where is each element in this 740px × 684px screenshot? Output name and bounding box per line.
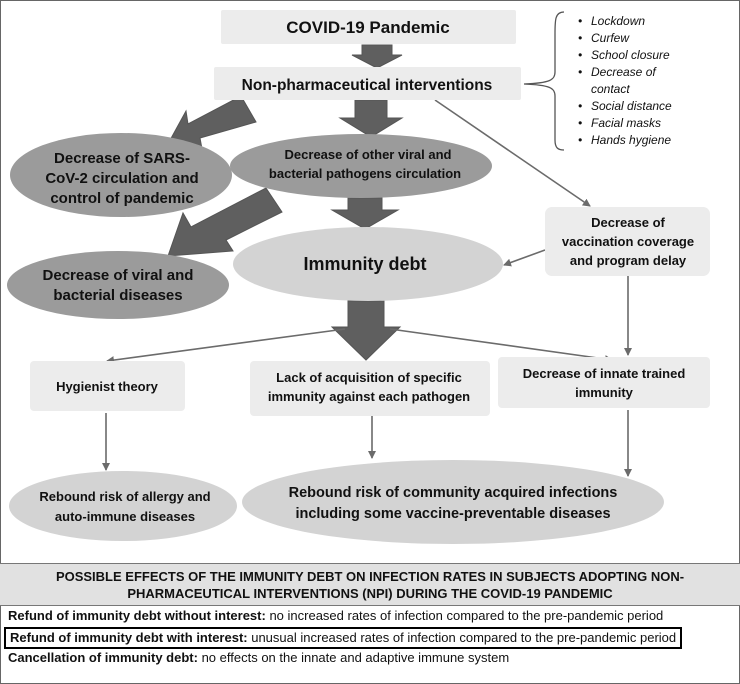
block-arrow-npi-to-other (338, 99, 404, 138)
community-line1: Rebound risk of community acquired infec… (289, 485, 618, 501)
legend-desc-with-interest: unusual increased rates of infection com… (247, 630, 677, 645)
covid-pandemic-label: COVID-19 Pandemic (286, 18, 449, 37)
viral-line2: bacterial diseases (53, 287, 182, 304)
node-sars-cov2-decrease (10, 133, 232, 217)
innate-line2: immunity (575, 385, 634, 400)
sars-line3: control of pandemic (50, 190, 193, 207)
viral-line1: Decrease of viral and (43, 267, 194, 284)
intervention-social-distance: Social distance (591, 99, 672, 113)
legend-row-without-interest: Refund of immunity debt without interest… (8, 608, 663, 624)
block-arrow-other-to-viral (167, 187, 283, 257)
lack-line1: Lack of acquisition of specific (276, 370, 462, 385)
bullet-social-distance: • (578, 99, 582, 113)
legend-row-with-interest: Refund of immunity debt with interest: u… (4, 627, 683, 649)
block-arrow-pandemic-to-npi (351, 44, 403, 69)
legend-header: POSSIBLE EFFECTS OF THE IMMUNITY DEBT ON… (0, 563, 740, 606)
bullet-lockdown: • (578, 14, 582, 28)
intervention-hands-hygiene: Hands hygiene (591, 133, 671, 147)
legend-term-without-interest: Refund of immunity debt without interest… (8, 608, 266, 623)
intervention-decrease-of: Decrease of (591, 65, 657, 79)
node-hygienist-theory (30, 361, 185, 411)
node-innate-immunity-decrease (498, 357, 710, 408)
lack-line2: immunity against each pathogen (268, 389, 470, 404)
community-line2: including some vaccine-preventable disea… (295, 506, 610, 522)
legend-title: POSSIBLE EFFECTS OF THE IMMUNITY DEBT ON… (0, 568, 740, 602)
vacc-line3: and program delay (570, 253, 687, 268)
other-line2: bacterial pathogens circulation (269, 166, 461, 181)
npi-label: Non-pharmaceutical interventions (242, 77, 493, 94)
node-other-pathogens-decrease (230, 134, 492, 198)
legend-panel: POSSIBLE EFFECTS OF THE IMMUNITY DEBT ON… (0, 563, 740, 684)
legend-desc-without-interest: no increased rates of infection compared… (265, 608, 664, 623)
node-covid-pandemic (221, 10, 516, 44)
vacc-line1: Decrease of (591, 215, 665, 230)
node-vaccination-decrease (545, 207, 710, 276)
interventions-brace (523, 11, 565, 151)
legend-desc-cancellation: no effects on the innate and adaptive im… (197, 650, 510, 665)
intervention-school-closure: School closure (591, 48, 670, 62)
node-lack-specific-immunity (250, 361, 490, 416)
arrow-vaccination-to-debt (503, 249, 546, 267)
legend-term-with-interest: Refund of immunity debt with interest: (10, 630, 248, 645)
interventions-list: • Lockdown • Curfew • School closure • D… (578, 14, 672, 147)
arrow-npi-to-vaccination (434, 99, 591, 207)
allergy-line1: Rebound risk of allergy and (39, 489, 210, 504)
bullet-school-closure: • (578, 48, 582, 62)
node-allergy-rebound (9, 471, 237, 541)
node-community-infections-rebound (242, 460, 664, 544)
hygienist-label: Hygienist theory (56, 379, 159, 394)
innate-line1: Decrease of innate trained (523, 366, 686, 381)
sars-line2: CoV-2 circulation and (45, 170, 198, 187)
bullet-facial-masks: • (578, 116, 582, 130)
other-line1: Decrease of other viral and (285, 147, 452, 162)
bullet-decrease-contact: • (578, 65, 582, 79)
node-npi (214, 67, 521, 100)
sars-line1: Decrease of SARS- (54, 150, 190, 167)
block-arrow-other-to-debt (330, 197, 400, 230)
node-immunity-debt (233, 227, 503, 301)
arrow-debt-to-innate (389, 328, 613, 363)
immunity-debt-label: Immunity debt (303, 254, 426, 274)
vacc-line2: vaccination coverage (562, 234, 694, 249)
allergy-line2: auto-immune diseases (55, 509, 195, 524)
block-arrow-debt-to-lack (330, 300, 402, 361)
legend-title-line1: POSSIBLE EFFECTS OF THE IMMUNITY DEBT ON… (55, 569, 685, 584)
bullet-hands-hygiene: • (578, 133, 582, 147)
bullet-curfew: • (578, 31, 582, 45)
legend-row-cancellation: Cancellation of immunity debt: no effect… (8, 650, 509, 666)
node-viral-bacterial-decrease (7, 251, 229, 319)
intervention-contact: contact (591, 82, 630, 96)
flow-diagram: COVID-19 Pandemic Non-pharmaceutical int… (7, 10, 710, 544)
legend-title-line2: PHARMACEUTICAL INTERVENTIONS (NPI) DURIN… (127, 586, 613, 601)
intervention-curfew: Curfew (591, 31, 630, 45)
arrow-debt-to-hygienist (106, 328, 346, 365)
intervention-facial-masks: Facial masks (591, 116, 661, 130)
legend-term-cancellation: Cancellation of immunity debt: (8, 650, 198, 665)
intervention-lockdown: Lockdown (591, 14, 645, 28)
